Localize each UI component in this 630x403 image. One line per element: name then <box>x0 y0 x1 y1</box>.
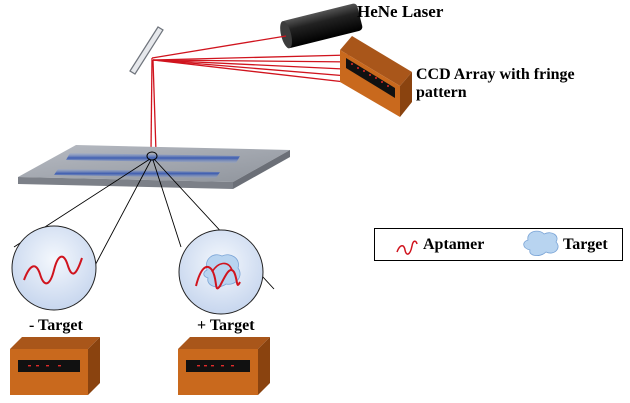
ccd-array-label: CCD Array with fringe pattern <box>416 66 575 102</box>
detector-plus-target <box>178 337 270 395</box>
zoom-circle-plus-target <box>178 229 264 315</box>
legend-target-icon <box>523 230 559 256</box>
hene-laser <box>280 3 363 49</box>
legend-target-label: Target <box>563 236 608 253</box>
mirror <box>129 26 164 75</box>
legend-aptamer-label: Aptamer <box>423 236 485 253</box>
plus-target-label: + Target <box>197 317 255 334</box>
laser-beams <box>150 35 381 153</box>
legend-box <box>374 228 623 261</box>
sensor-chip <box>18 145 290 189</box>
hene-laser-label: HeNe Laser <box>357 2 444 21</box>
zoom-circle-minus-target <box>11 225 97 311</box>
legend-aptamer-icon <box>396 240 418 255</box>
detector-minus-target <box>10 337 100 395</box>
ccd-array <box>340 36 412 117</box>
minus-target-label: - Target <box>29 317 83 334</box>
